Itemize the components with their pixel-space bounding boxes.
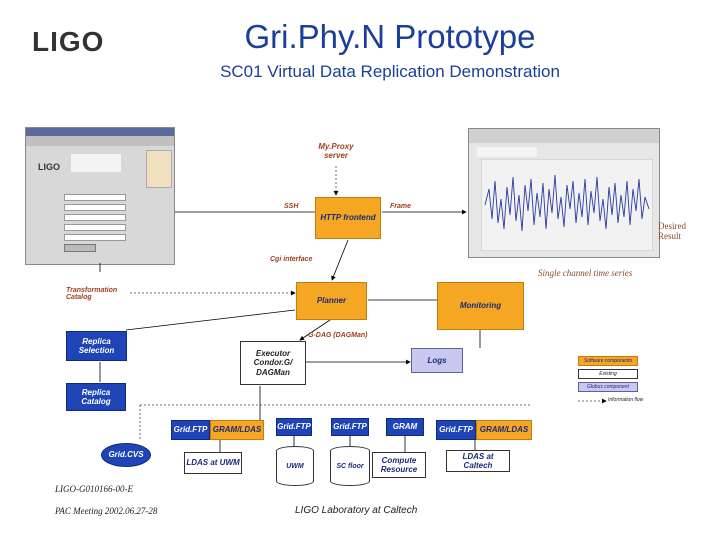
gram-ldas-box-2: GRAM/LDAS: [476, 420, 532, 440]
replica-selection-box: Replica Selection: [66, 331, 127, 361]
transformation-catalog-label: Transformation Catalog: [66, 287, 118, 301]
planner-box: Planner: [296, 282, 367, 320]
lab-footer: LIGO Laboratory at Caltech: [295, 505, 418, 516]
gridftp-box-1: Grid.FTP: [171, 420, 210, 440]
desired-result-label: Desired Result: [658, 221, 686, 241]
gram-box: GRAM: [386, 418, 424, 436]
gridftp-box-2: Grid.FTP: [276, 418, 312, 436]
gram-ldas-box-1: GRAM/LDAS: [210, 420, 264, 440]
myproxy-server-label: My.Proxy server: [318, 142, 354, 160]
frame-label: Frame: [390, 203, 412, 210]
sc-floor-cylinder: SC floor: [330, 446, 370, 486]
page-subtitle: SC01 Virtual Data Replication Demonstrat…: [220, 62, 560, 81]
uwm-cylinder: UWM: [276, 446, 314, 486]
ldas-uwm-box: LDAS at UWM: [184, 452, 242, 474]
legend-software-components: Software components: [578, 356, 638, 366]
legend-globus-component: Globus component: [578, 382, 638, 392]
cgi-interface-label: Cgi interface: [270, 256, 313, 263]
single-channel-label: Single channel time series: [538, 268, 633, 278]
ssh-label: SSH: [284, 203, 299, 210]
ldas-caltech-box: LDAS at Caltech: [446, 450, 510, 472]
time-series-screenshot: [468, 128, 660, 258]
gridftp-box-4: Grid.FTP: [436, 420, 476, 440]
monitoring-box: Monitoring: [437, 282, 524, 330]
http-frontend-box: HTTP frontend: [315, 197, 381, 239]
executor-box: Executor Condor.G/ DAGMan: [240, 341, 306, 385]
legend-information-flow: Information flow: [608, 397, 644, 403]
web-form-screenshot: LIGO: [25, 127, 175, 265]
ligo-logo: LIGO: [32, 26, 105, 57]
replica-catalog-box: Replica Catalog: [66, 383, 126, 411]
compute-resource-box: Compute Resource: [372, 452, 426, 478]
legend-existing: Existing: [578, 369, 638, 379]
time-series-plot: [481, 159, 653, 251]
gridcvs-box: Grid.CVS: [101, 443, 151, 467]
document-id: LIGO-G010166-00-E: [55, 484, 133, 494]
meeting-footer: PAC Meeting 2002.06.27-28: [55, 506, 158, 516]
logs-box: Logs: [411, 348, 463, 373]
page-title: Gri.Phy.N Prototype: [244, 18, 536, 55]
gridftp-box-3: Grid.FTP: [331, 418, 369, 436]
gdag-label: G-DAG (DAGMan): [308, 332, 368, 339]
